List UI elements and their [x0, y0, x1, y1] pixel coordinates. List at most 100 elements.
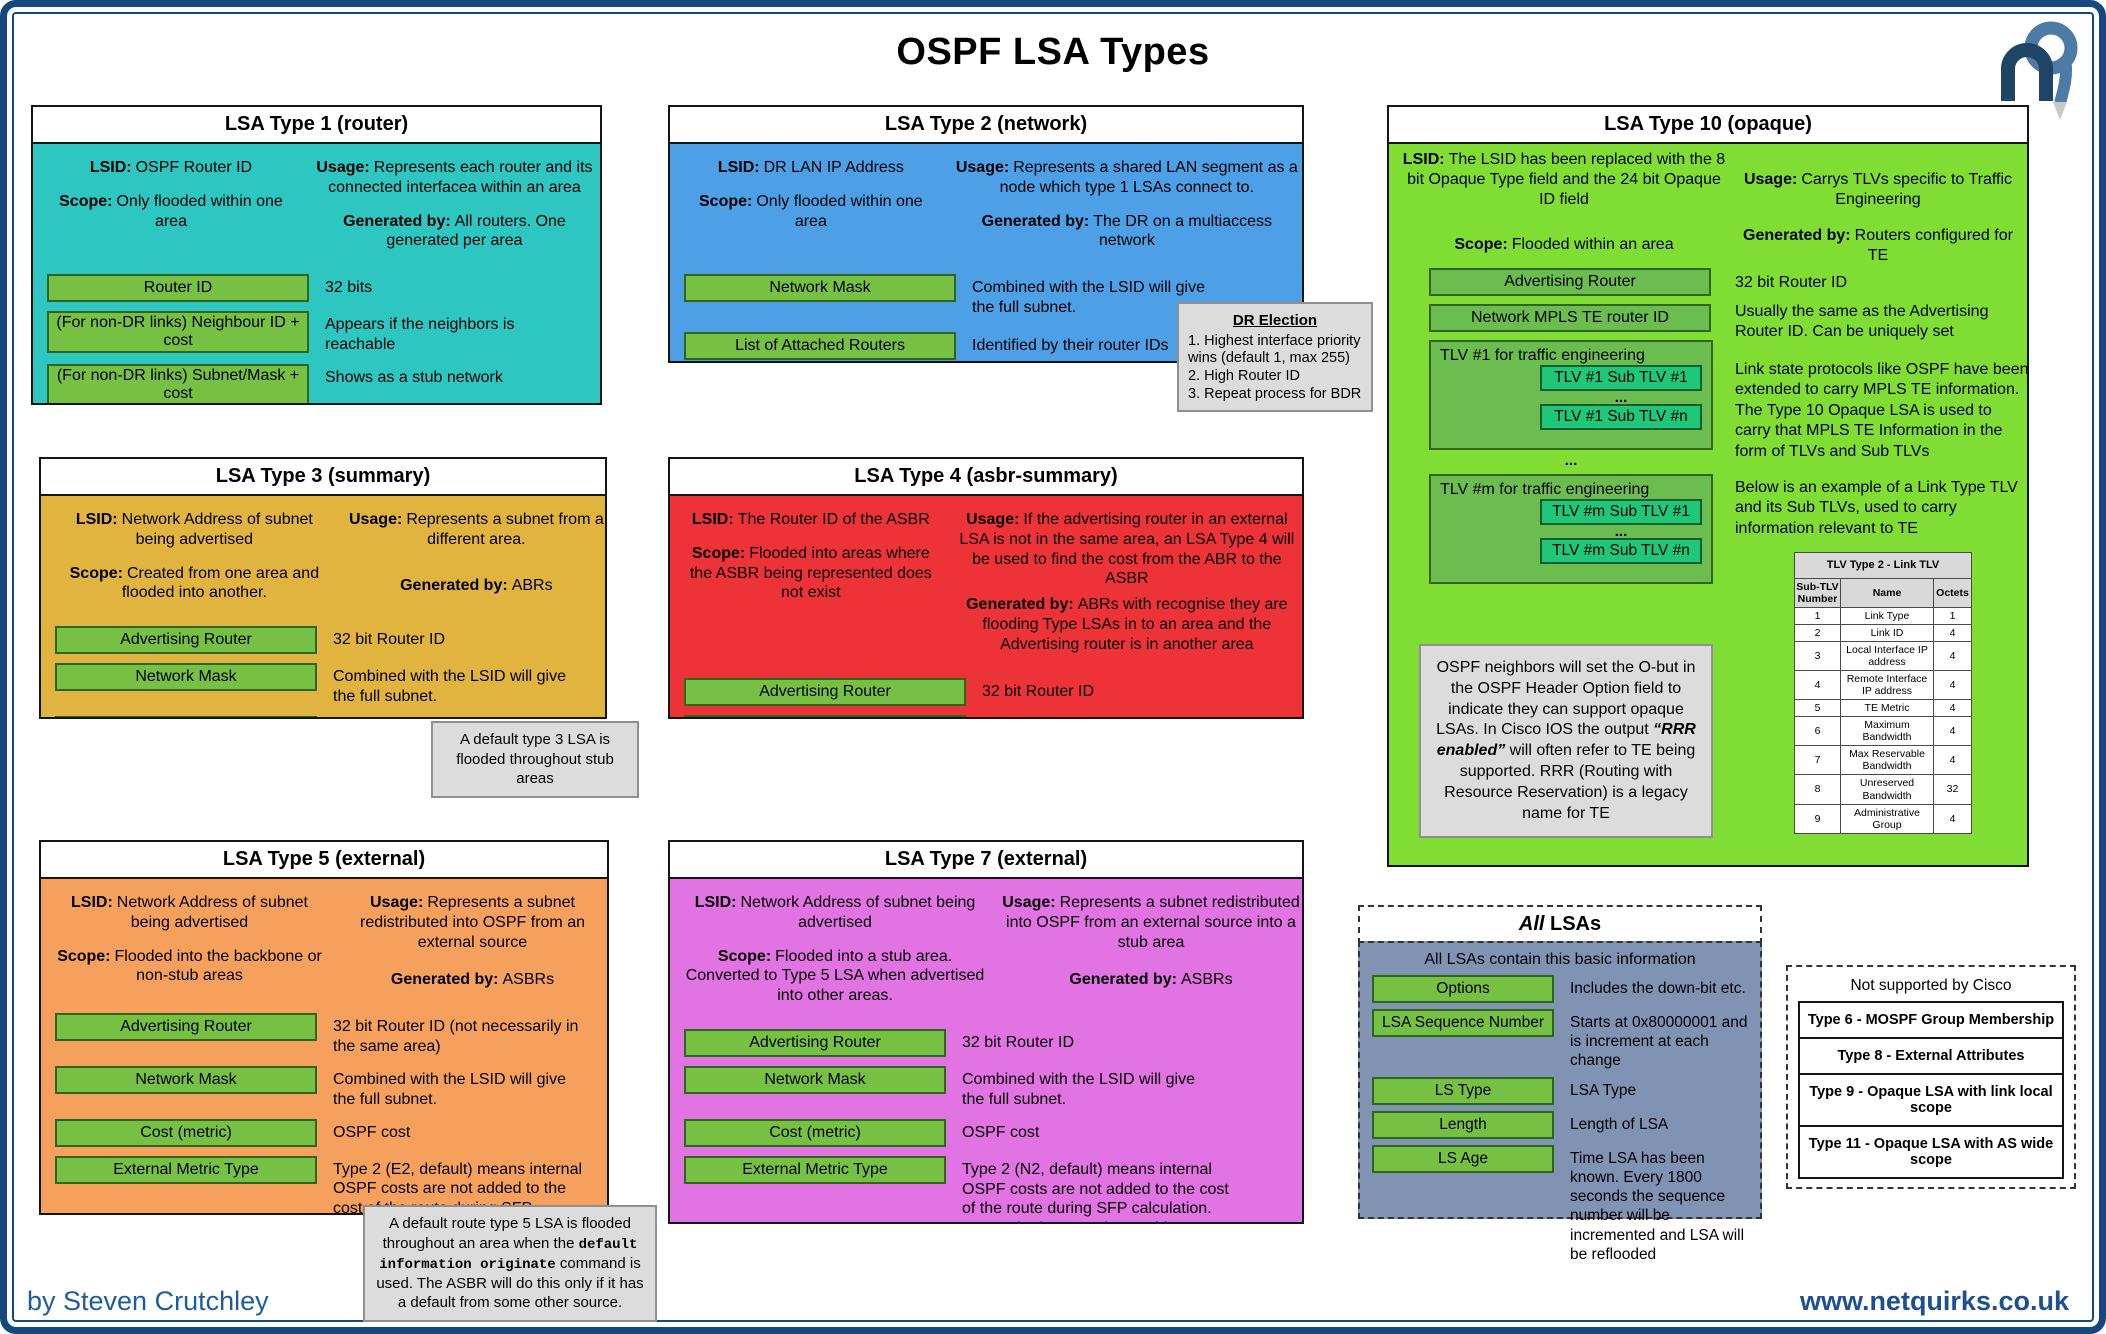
- generated-text: Generated by:ASBRs: [1069, 971, 1233, 989]
- panel-lsa-type-4: LSA Type 4 (asbr-summary) LSID:The Route…: [668, 457, 1304, 719]
- field-desc: 32 bit Router ID: [333, 631, 446, 649]
- field-row: Options Includes the down-bit etc.: [1372, 975, 1748, 1003]
- scope-text: Scope:Only flooded within one area: [699, 192, 923, 230]
- panel-title: LSA Type 7 (external): [670, 842, 1302, 879]
- field-desc: Includes the down-bit etc.: [1570, 980, 1746, 997]
- not-supported-box: Not supported by Cisco Type 6 - MOSPF Gr…: [1786, 965, 2076, 1189]
- field-box: Network Mask: [55, 663, 317, 692]
- field-box: (For non-DR links) Neighbour ID + cost: [47, 311, 309, 354]
- tlvm-sub1-box: TLV #m Sub TLV #1: [1540, 499, 1702, 525]
- all-lsas-intro: All LSAs contain this basic information: [1424, 951, 1696, 968]
- usage-text: Usage:Represents a subnet from a differe…: [348, 511, 604, 548]
- field-desc: Combined with the LSID will give the ful…: [333, 668, 566, 706]
- nq-logo-icon: [2001, 21, 2078, 120]
- all-lsas-header: All LSAs: [1358, 905, 1762, 944]
- link-tlv-paragraph: Below is an example of a Link Type TLV a…: [1735, 479, 2018, 537]
- field-desc: 32 bit Router ID: [1735, 274, 1848, 291]
- panel-title: LSA Type 5 (external): [41, 842, 607, 879]
- panel-title: LSA Type 10 (opaque): [1389, 107, 2027, 144]
- dr-election-title: DR Election: [1232, 312, 1318, 329]
- scope-text: Scope:Flooded into the backbone or non-s…: [57, 947, 322, 985]
- field-row: Cost (metric)OSPF cost: [55, 1118, 593, 1147]
- field-desc: Shows as a stub network: [325, 368, 503, 386]
- generated-text: Generated by:The DR on a multiaccess net…: [981, 212, 1272, 250]
- lsid-text: LSID:The LSID has been replaced with the…: [1402, 151, 1726, 208]
- field-desc: Usually the same as the Advertising Rout…: [1735, 303, 1989, 341]
- dr-election-item: 3. Repeat process for BDR: [1188, 385, 1362, 402]
- field-box: LSA Sequence Number: [1372, 1009, 1554, 1037]
- field-box: External Metric Type: [55, 1155, 317, 1184]
- field-row: External Metric Type Type 2 (N2, default)…: [684, 1155, 1288, 1222]
- not-supported-item: Type 6 - MOSPF Group Membership: [1798, 1001, 2064, 1039]
- website-url: www.netquirks.co.uk: [1799, 1286, 2069, 1316]
- field-box: Advertising Router: [1429, 268, 1711, 296]
- usage-text: Usage:Represents each router and its con…: [316, 159, 593, 196]
- all-lsas-body: All LSAs contain this basic information …: [1358, 941, 1762, 1263]
- field-box: Advertising Router: [684, 1029, 946, 1058]
- field-desc: 32 bit Router ID (not necessarily in the…: [333, 1018, 579, 1056]
- ellipsis: ...: [1564, 452, 1578, 469]
- tlv1-subn-box: TLV #1 Sub TLV #n: [1540, 404, 1702, 430]
- field-box: (For non-DR links) Subnet/Mask + cost: [47, 363, 309, 403]
- lsid-text: LSID:Network Address of subnet being adv…: [75, 511, 313, 548]
- tlv-col-header: Octets: [1933, 577, 1972, 608]
- page-title: OSPF LSA Types: [896, 31, 1210, 73]
- scope-text: Scope:Created from one area and flooded …: [69, 564, 320, 602]
- field-box: LS Type: [1372, 1076, 1554, 1105]
- field-desc: Combined with the LSID will give the ful…: [333, 1070, 566, 1108]
- dr-election-item: 2. High Router ID: [1188, 367, 1301, 384]
- tlv1-container: TLV #1 for traffic engineering TLV #1 Su…: [1429, 340, 1713, 450]
- field-desc: Identified by their router IDs: [972, 336, 1169, 354]
- not-supported-item: Type 8 - External Attributes: [1798, 1037, 2064, 1075]
- field-desc: Cost for the advertising router (the ABR…: [982, 715, 1282, 717]
- tlv-table-title: TLV Type 2 - Link TLV: [1794, 552, 1972, 579]
- field-desc: OSPF cost: [333, 1123, 411, 1141]
- field-box: Options: [1372, 975, 1554, 1003]
- scope-text: Scope:Flooded into areas where the ASBR …: [689, 544, 932, 602]
- field-box: Advertising Router: [684, 677, 966, 706]
- dr-election-note: DR Election 1. Highest interface priorit…: [1177, 302, 1373, 413]
- field-box: External Metric Type: [684, 1155, 946, 1184]
- field-desc: Combined with the LSID will give the ful…: [972, 279, 1205, 317]
- lsid-text: LSID:The Router ID of the ASBR: [691, 511, 930, 528]
- type5-default-note: A default route type 5 LSA is flooded th…: [363, 1205, 657, 1322]
- field-desc: Type 2 (N2, default) means internal OSPF…: [962, 1160, 1229, 1222]
- panel-title: LSA Type 2 (network): [670, 107, 1302, 144]
- field-box: List of Attached Routers: [684, 331, 956, 360]
- field-desc: Cost of ASBR to reach subnet: [333, 716, 546, 717]
- usage-text: Usage:Represents a shared LAN segment as…: [955, 159, 1298, 196]
- tlvm-label: TLV #m for traffic engineering: [1440, 481, 1650, 498]
- dr-election-item: 1. Highest interface priority wins (defa…: [1188, 332, 1361, 367]
- rrr-enabled-text: “RRR enabled”: [1436, 721, 1696, 760]
- tlv1-sub1-box: TLV #1 Sub TLV #1: [1540, 365, 1702, 391]
- tlv-type2-table: TLV Type 2 - Link TLV Sub-TLV Number Nam…: [1794, 552, 1972, 834]
- field-box: Network Mask: [55, 1065, 317, 1094]
- field-row: Router ID 32 bits: [47, 274, 586, 303]
- panel-lsa-type-5: LSA Type 5 (external) LSID:Network Addre…: [39, 840, 609, 1215]
- field-desc: 32 bit Router ID: [962, 1034, 1075, 1052]
- field-row: List of Attached Routers Identified by th…: [684, 331, 1288, 360]
- lsid-text: LSID:OSPF Router ID: [89, 159, 253, 176]
- field-row: Cost (metric)Cost for the advertising ro…: [684, 714, 1288, 717]
- field-desc: OSPF cost: [962, 1123, 1040, 1141]
- field-box: Network Mask: [684, 274, 956, 303]
- generated-text: Generated by:ABRs: [400, 576, 553, 594]
- generated-text: Generated by:ABRs with recognise they ar…: [966, 596, 1288, 653]
- usage-text: Usage:Represents a subnet redistributed …: [1002, 894, 1300, 951]
- field-box: Router ID: [47, 274, 309, 303]
- te-paragraph: Link state protocols like OSPF have been…: [1735, 361, 2027, 460]
- field-desc: 32 bits: [325, 279, 373, 297]
- field-row: Advertising Router 32 bit Router ID: [684, 1029, 1288, 1058]
- opaque-support-note: OSPF neighbors will set the O-but in the…: [1419, 644, 1713, 839]
- field-row: Cost (metric)OSPF cost: [684, 1118, 1288, 1147]
- field-row: Network Mask Combined with the LSID will …: [684, 274, 1288, 318]
